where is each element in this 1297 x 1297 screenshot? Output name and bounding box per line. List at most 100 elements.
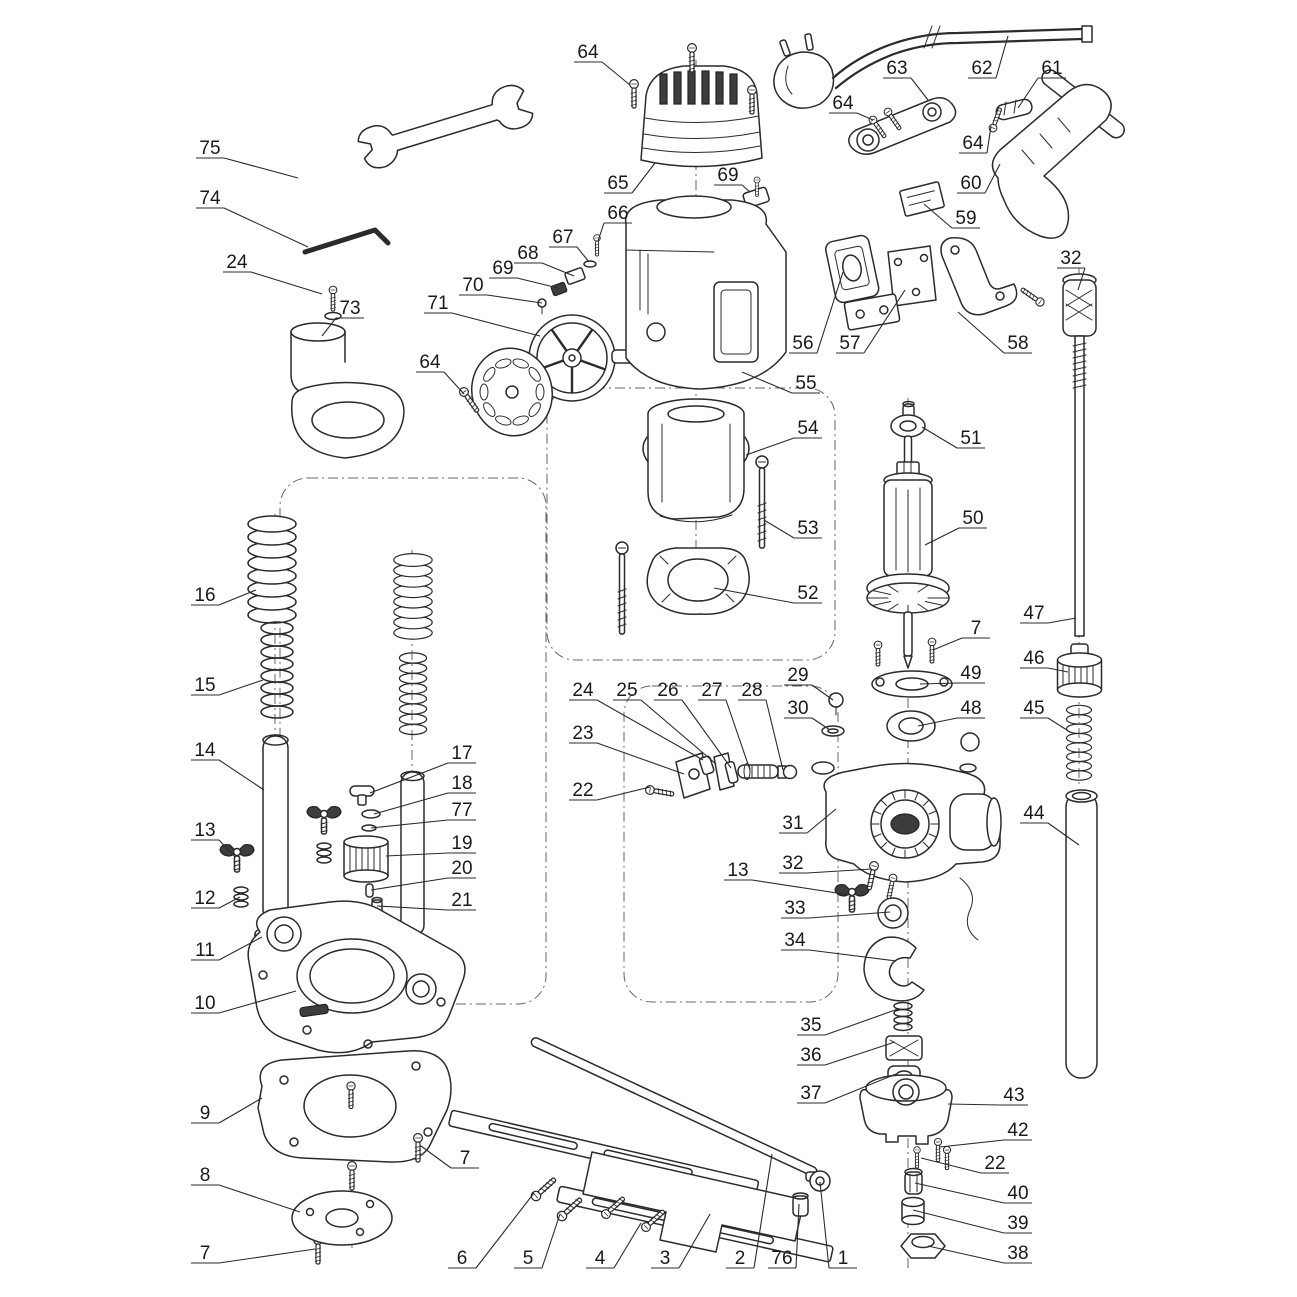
switch-56: [824, 234, 880, 304]
part-label-5: 5: [523, 1248, 534, 1269]
leader-line: [932, 637, 963, 651]
wire: [959, 877, 979, 941]
leader-line: [218, 1248, 316, 1264]
part-label-12: 12: [194, 888, 215, 909]
plunge-column-14: [262, 734, 289, 923]
part-label-7: 7: [460, 1148, 471, 1169]
part-label-7: 7: [200, 1243, 211, 1264]
part-label-60: 60: [960, 173, 981, 194]
leader-line: [984, 163, 1001, 194]
part-label-54: 54: [797, 418, 819, 439]
sleeve-40: [904, 1167, 923, 1195]
part-label-53: 53: [797, 518, 818, 539]
part-label-8: 8: [200, 1165, 211, 1186]
leader-line: [218, 1097, 263, 1124]
leader-line: [218, 679, 264, 696]
plunge-base-10: [247, 900, 466, 1054]
wing-bolt-top: [306, 805, 342, 835]
leader-line: [751, 879, 851, 896]
part-label-20: 20: [451, 858, 472, 879]
lever-cluster-66-70: [537, 234, 601, 315]
leader-line: [917, 717, 958, 727]
leader-line: [223, 157, 299, 179]
wing-bolt-13: [219, 843, 255, 873]
leader-line: [816, 271, 844, 354]
part-label-14: 14: [194, 740, 216, 761]
leader-line: [218, 990, 297, 1014]
perforated-cover: [457, 347, 554, 437]
part-label-23: 23: [572, 723, 593, 744]
part-label-64: 64: [832, 93, 854, 114]
gear-knob-19: [343, 835, 389, 883]
leader-line: [811, 717, 831, 731]
part-label-22: 22: [984, 1153, 1005, 1174]
controller-module: [843, 293, 901, 331]
part-label-11: 11: [195, 940, 215, 961]
part-label-30: 30: [787, 698, 808, 719]
part-label-27: 27: [701, 680, 722, 701]
part-label-66: 66: [607, 203, 628, 224]
part-label-31: 31: [782, 813, 803, 834]
part-label-47: 47: [1023, 603, 1044, 624]
part-label-44: 44: [1023, 803, 1045, 824]
guide-rod-2: [530, 1037, 818, 1177]
ring: [959, 763, 977, 773]
plunge-column-44: [1065, 789, 1098, 1079]
part-label-34: 34: [784, 930, 806, 951]
part-label-7: 7: [971, 618, 982, 639]
leader-line: [763, 519, 795, 539]
part-label-16: 16: [194, 585, 215, 606]
part-label-48: 48: [960, 698, 981, 719]
part-label-25: 25: [616, 680, 637, 701]
part-label-76: 76: [771, 1248, 792, 1269]
part-label-57: 57: [839, 333, 860, 354]
leader-line: [486, 294, 543, 304]
part-label-70: 70: [462, 275, 483, 296]
leader-line: [250, 271, 323, 295]
bearing-48: [886, 710, 980, 773]
leader-line: [613, 1222, 642, 1269]
leader-line: [218, 839, 236, 858]
part-label-67: 67: [552, 227, 573, 248]
part-label-75: 75: [199, 138, 220, 159]
part-label-49: 49: [960, 663, 981, 684]
part-label-64: 64: [577, 42, 599, 63]
part-label-26: 26: [657, 680, 678, 701]
leader-line: [451, 312, 541, 337]
part-label-19: 19: [451, 833, 472, 854]
pin-20: [365, 883, 374, 898]
plate-49: [871, 670, 953, 698]
leader-line: [321, 317, 337, 337]
leader-line: [927, 1245, 1005, 1264]
screw-6: [528, 1174, 559, 1204]
part-label-2: 2: [735, 1248, 746, 1269]
part-label-52: 52: [797, 583, 818, 604]
leader-line: [218, 936, 263, 961]
bushing-76: [792, 1192, 809, 1217]
part-label-6: 6: [457, 1248, 468, 1269]
leader-line: [218, 759, 265, 791]
leader-line: [369, 762, 449, 794]
bellows-mid: [393, 552, 433, 640]
leader-line: [376, 905, 449, 911]
leader-line: [957, 311, 1005, 354]
power-cord-62: [773, 25, 1093, 109]
adjust-knob-46: [1056, 643, 1103, 698]
leader-line: [373, 792, 449, 815]
leader-line: [914, 1182, 1005, 1204]
depth-rod-cap-32: [1062, 273, 1097, 337]
leader-line: [223, 207, 309, 248]
leader-line: [640, 699, 717, 765]
lock-knob-1: [805, 1170, 831, 1192]
leader-line: [597, 222, 605, 242]
leader-line: [924, 527, 960, 546]
part-label-15: 15: [194, 675, 215, 696]
washer-18: [361, 809, 381, 819]
part-label-38: 38: [1007, 1243, 1028, 1264]
part-label-45: 45: [1023, 698, 1044, 719]
spring-15: [260, 621, 294, 719]
part-label-4: 4: [595, 1248, 606, 1269]
leader-line: [995, 35, 1009, 79]
bearing-51: [890, 400, 926, 438]
leader-line: [596, 742, 685, 775]
